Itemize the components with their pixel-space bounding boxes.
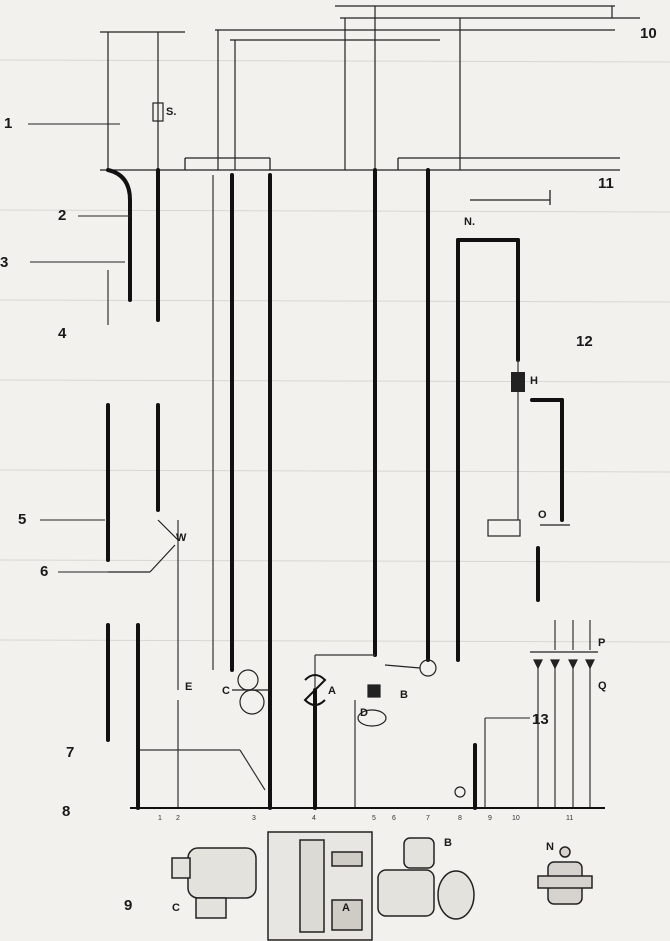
label-switch-w: W [176, 532, 187, 544]
top-wires [100, 5, 640, 170]
regulator-symbol [303, 674, 327, 706]
ground-symbol [454, 786, 466, 798]
callout-10: 10 [640, 25, 657, 42]
terminal-10: 10 [512, 815, 520, 822]
label-plug-q: Q [598, 680, 607, 692]
terminal-1: 1 [158, 815, 162, 822]
terminal-9: 9 [488, 815, 492, 822]
label-coil-top-n: N. [464, 216, 475, 228]
terminal-2: 2 [176, 815, 180, 822]
starter-drawing [377, 837, 475, 920]
label-fuse-s: S. [166, 106, 177, 118]
label-start-bottom-b: B [444, 837, 452, 849]
relay-h-body [511, 372, 525, 392]
callout-7: 7 [66, 744, 75, 761]
label-generator-c: C [222, 685, 230, 697]
fuse-body [152, 102, 164, 122]
terminal-4: 4 [312, 815, 316, 822]
thin-wires [107, 175, 591, 808]
paper-texture [0, 59, 670, 643]
generator-drawing [171, 847, 257, 919]
label-lamp-o: O [538, 509, 547, 521]
callout-13: 13 [532, 711, 549, 728]
callout-9: 9 [124, 897, 133, 914]
terminal-8: 8 [458, 815, 462, 822]
label-relay-h: H [530, 375, 538, 387]
harness-wires [106, 168, 564, 810]
terminal-11: 11 [566, 815, 574, 822]
label-starter-b: B [400, 689, 408, 701]
terminal-3: 3 [252, 815, 256, 822]
coil-drawing [537, 846, 593, 905]
callout-11: 11 [598, 175, 614, 192]
label-coil-bottom-n: N [546, 841, 554, 853]
connector-pq [530, 651, 598, 670]
callout-4: 4 [58, 325, 67, 342]
label-plug-p: P [598, 637, 606, 649]
callout-3: 3 [0, 254, 9, 271]
label-reg-bottom-a: A [342, 902, 350, 914]
callout-2: 2 [58, 207, 67, 224]
generator-symbol [232, 669, 270, 715]
callout-12: 12 [576, 333, 593, 350]
terminal-6: 6 [392, 815, 396, 822]
regulator-drawing [267, 831, 373, 941]
starter-symbol [357, 659, 437, 727]
label-regulator-a: A [328, 685, 336, 697]
callout-6: 6 [40, 563, 49, 580]
main-bus [100, 157, 620, 205]
callout-1: 1 [4, 115, 13, 132]
callout-leaders [28, 123, 530, 808]
label-lamp-e: E [185, 681, 193, 693]
lamp-o [487, 519, 570, 537]
terminal-5: 5 [372, 815, 376, 822]
switch-w [108, 519, 179, 573]
callout-5: 5 [18, 511, 27, 528]
terminal-7: 7 [426, 815, 430, 822]
label-gen-bottom-c: C [172, 902, 180, 914]
callout-8: 8 [62, 803, 71, 820]
label-lamp-d: D [360, 707, 368, 719]
